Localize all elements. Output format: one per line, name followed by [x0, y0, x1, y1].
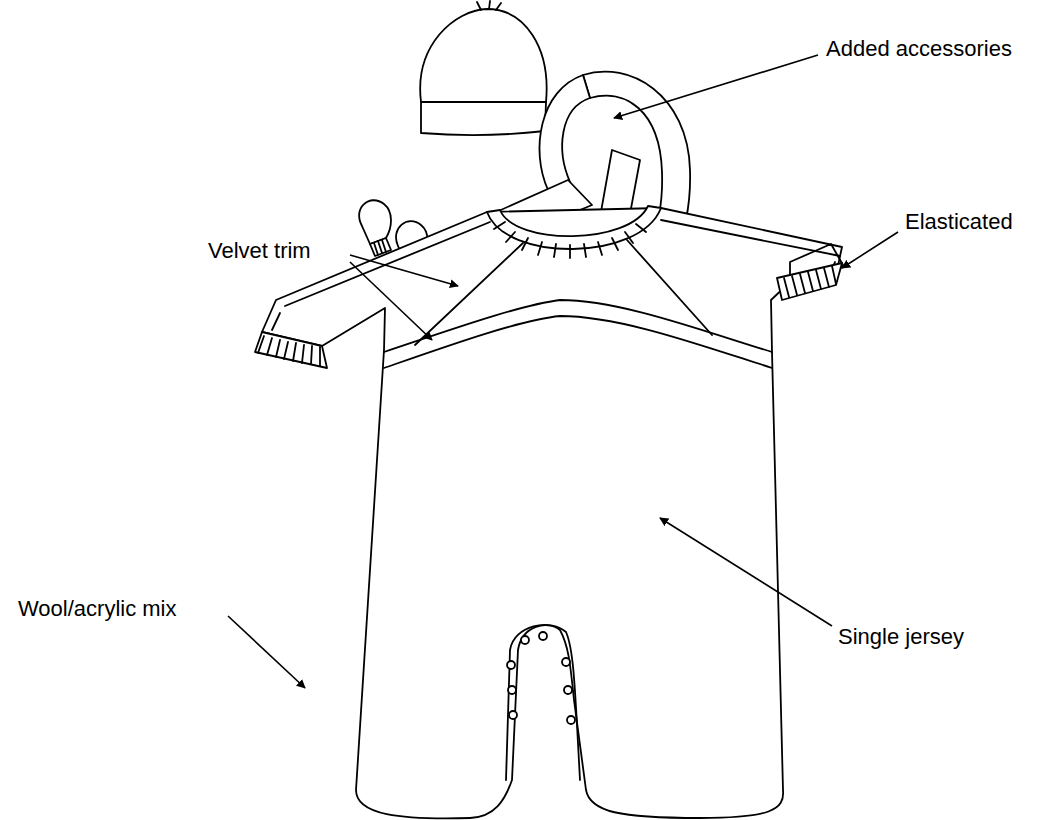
part-label: Added accessories [826, 36, 1012, 62]
leader-line [842, 232, 898, 268]
leader-line [660, 518, 832, 626]
leader-lines [228, 55, 898, 688]
babygrow [255, 206, 843, 818]
leader-line [350, 255, 458, 286]
part-label: Velvet trim [208, 238, 311, 264]
part-label: Wool/acrylic mix [18, 596, 177, 622]
part-label: Elasticated [905, 209, 1013, 235]
leader-line [228, 616, 305, 688]
leader-line [614, 55, 818, 118]
hat [420, 1, 546, 135]
part-label: Single jersey [838, 624, 964, 650]
leader-line [350, 262, 432, 340]
